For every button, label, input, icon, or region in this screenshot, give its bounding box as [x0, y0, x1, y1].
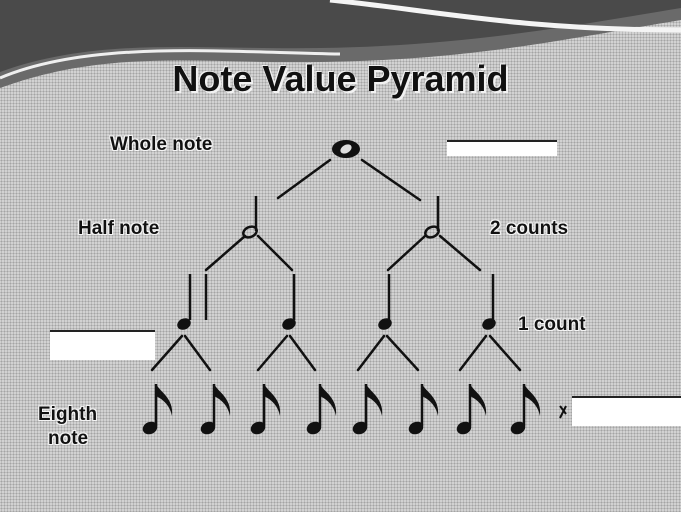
branch-line [388, 236, 425, 270]
branch-line [290, 336, 315, 370]
half-note-icon [424, 196, 441, 239]
branch-line [185, 336, 210, 370]
eighth-note-icon [249, 384, 281, 437]
eighth-note-icon [407, 384, 439, 437]
branch-line [258, 336, 287, 370]
whole-note-icon [332, 140, 360, 158]
quarter-note-icon [376, 274, 393, 332]
branch-line [490, 336, 520, 370]
quarter-note-icon [175, 274, 206, 332]
half-note-icon [242, 196, 259, 239]
eighth-note-icon [199, 384, 231, 437]
eighth-note-icon [141, 384, 173, 437]
eighth-note-icon [509, 384, 541, 437]
branch-line [460, 336, 486, 370]
eighth-note-icon [351, 384, 383, 437]
branch-line [152, 336, 182, 370]
branch-line [440, 236, 480, 270]
branch-line [387, 336, 418, 370]
eighth-note-icon [305, 384, 337, 437]
branch-line [206, 236, 245, 270]
eighth-note-icon [455, 384, 487, 437]
branch-line [362, 160, 420, 200]
branch-line [278, 160, 330, 198]
quarter-note-icon [280, 274, 297, 332]
branch-line [358, 336, 384, 370]
quarter-note-icon [480, 274, 497, 332]
stray-mark [560, 406, 566, 418]
branch-line [258, 236, 292, 270]
